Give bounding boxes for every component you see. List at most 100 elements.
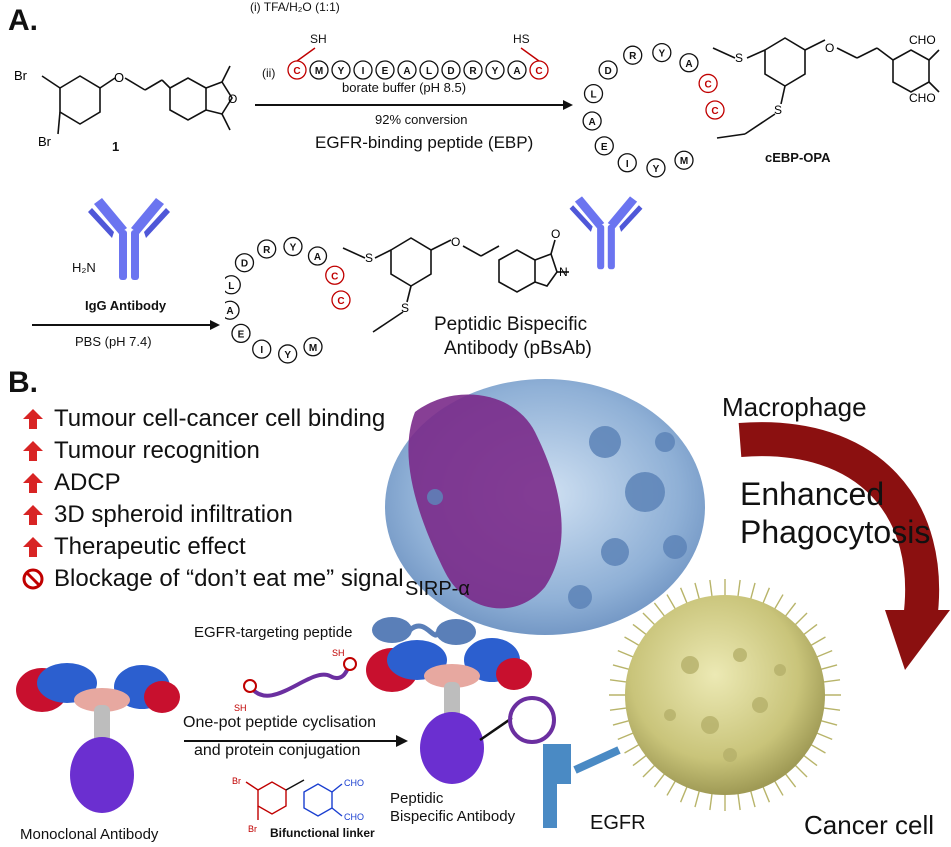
- n-atom: N: [559, 265, 568, 279]
- s-atom-1: S: [735, 51, 743, 65]
- peptide-residue-letter: C: [704, 79, 711, 90]
- peptide-residue-letter: A: [685, 59, 692, 70]
- egfr-peptide-chain: SH SH: [234, 648, 357, 713]
- peptide-residue-letter: R: [629, 51, 637, 62]
- linker-label: Bifunctional linker: [270, 826, 375, 840]
- igg-antibody-icon: [88, 198, 170, 280]
- peptide-residue: [325, 265, 345, 285]
- s-atom-3: S: [365, 251, 373, 265]
- peptide-residue: [225, 275, 241, 295]
- phagocytosis-label: Phagocytosis: [740, 514, 931, 550]
- peptide-residue: [252, 339, 272, 359]
- peptide-residue: [674, 150, 694, 170]
- reaction-arrow-1-head: [563, 100, 573, 110]
- cho-2: CHO: [909, 91, 936, 105]
- borate-buffer-conditions: borate buffer (pH 8.5): [342, 80, 467, 95]
- feature-list: Tumour cell-cancer cell binding Tumour r…: [22, 403, 404, 595]
- product-label: cEBP-OPA: [765, 150, 831, 165]
- feature-item: Therapeutic effect: [22, 531, 404, 563]
- reaction-arrow-2: [32, 324, 212, 326]
- pbsab-antibody-icon: [569, 196, 643, 270]
- peptide-residue-letter: Y: [658, 49, 665, 60]
- feature-text: Tumour cell-cancer cell binding: [54, 405, 386, 432]
- feature-item: 3D spheroid infiltration: [22, 499, 404, 531]
- peptide-residue-letter: C: [331, 271, 338, 282]
- peptide-residue: [278, 344, 298, 364]
- cysteine-side-chain: [296, 47, 316, 62]
- cho-linker-2: CHO: [344, 812, 364, 822]
- peptide-residue-letter: Y: [290, 243, 297, 254]
- peptide-residue: [507, 60, 527, 80]
- peptide-residue: [331, 290, 351, 310]
- peptide-residue-letter: A: [314, 252, 321, 263]
- o-atom-pbsab: O: [451, 235, 460, 249]
- feature-text: Tumour recognition: [54, 437, 260, 464]
- reaction-line-2: and protein conjugation: [194, 742, 361, 759]
- peptide-residue: [441, 60, 461, 80]
- step-1-conditions: (i) TFA/H₂O (1:1): [250, 0, 340, 14]
- peptide-residue-letter: E: [601, 142, 608, 153]
- pbsab-title-line-2: Antibody (pBsAb): [444, 338, 592, 359]
- pbsab-title-line-1: Peptidic Bispecific: [434, 314, 588, 335]
- peptide-residue: [463, 60, 483, 80]
- peptide-residue-letter: E: [382, 66, 389, 77]
- up-arrow-icon: [23, 537, 43, 557]
- up-arrow-icon: [23, 473, 43, 493]
- peptide-residue: [419, 60, 439, 80]
- br-linker-2: Br: [248, 824, 257, 834]
- sh-label-peptide-2: SH: [332, 648, 345, 658]
- peptide-residue-letter: Y: [338, 66, 345, 77]
- peptide-residue-letter: C: [535, 66, 542, 77]
- peptide-residue: [485, 60, 505, 80]
- peptide-residue: [353, 60, 373, 80]
- enhanced-label: Enhanced: [740, 476, 885, 512]
- compound-1-label: 1: [112, 139, 120, 154]
- peptide-residue-letter: E: [238, 329, 245, 340]
- br-linker-1: Br: [232, 776, 241, 786]
- amine-label: H₂N: [72, 260, 96, 275]
- o-atom-ring: O: [228, 92, 237, 106]
- peptide-residue: [307, 246, 328, 266]
- feature-text: Therapeutic effect: [54, 533, 246, 560]
- br-atom-2: Br: [38, 134, 52, 149]
- peptide-residue-letter: D: [605, 66, 612, 77]
- reaction-line-1: One-pot peptide cyclisation: [183, 714, 376, 731]
- cho-linker-1: CHO: [344, 778, 364, 788]
- reaction-arrow-1: [255, 104, 565, 106]
- feature-item: Tumour recognition: [22, 435, 404, 467]
- reaction-arrow-2-head: [210, 320, 220, 330]
- peptide-residue-letter: A: [513, 66, 520, 77]
- feature-text: 3D spheroid infiltration: [54, 501, 293, 528]
- peptide-residue-letter: M: [315, 66, 323, 77]
- pbsab-label-2: Bispecific Antibody: [390, 808, 516, 825]
- cho-1: CHO: [909, 33, 936, 47]
- peptide-residue: [705, 100, 725, 120]
- pbs-conditions: PBS (pH 7.4): [75, 334, 152, 349]
- o-atom-product: O: [825, 41, 834, 55]
- peptide-residue-letter: D: [241, 259, 248, 270]
- peptide-residue-letter: Y: [492, 66, 499, 77]
- peptide-residue: [257, 239, 277, 259]
- peptide-residue: [331, 60, 351, 80]
- sh-label-left: SH: [310, 32, 327, 46]
- cancer-cell-illustration: [609, 579, 841, 811]
- panel-a-label: A.: [8, 4, 38, 37]
- o-atom: O: [114, 70, 124, 85]
- peptide-residue-letter: I: [362, 66, 365, 77]
- feature-text: ADCP: [54, 469, 121, 496]
- egfr-receptor-icon: [543, 744, 621, 828]
- peptide-residue-letter: A: [589, 117, 596, 128]
- macrophage-label: Macrophage: [722, 392, 867, 422]
- macrophage-illustration: [385, 379, 705, 635]
- cancer-cell-label: Cancer cell: [804, 810, 935, 840]
- peptide-residue: [646, 158, 666, 178]
- peptide-residue-letter: L: [426, 66, 432, 77]
- peptide-residue-letter: C: [293, 66, 300, 77]
- peptide-residue: [231, 323, 251, 344]
- up-arrow-icon: [23, 505, 43, 525]
- feature-item: Blockage of “don’t eat me” signal: [22, 563, 404, 595]
- peptide-residue: [594, 136, 614, 156]
- egfr-peptide-label: EGFR-targeting peptide: [194, 624, 353, 641]
